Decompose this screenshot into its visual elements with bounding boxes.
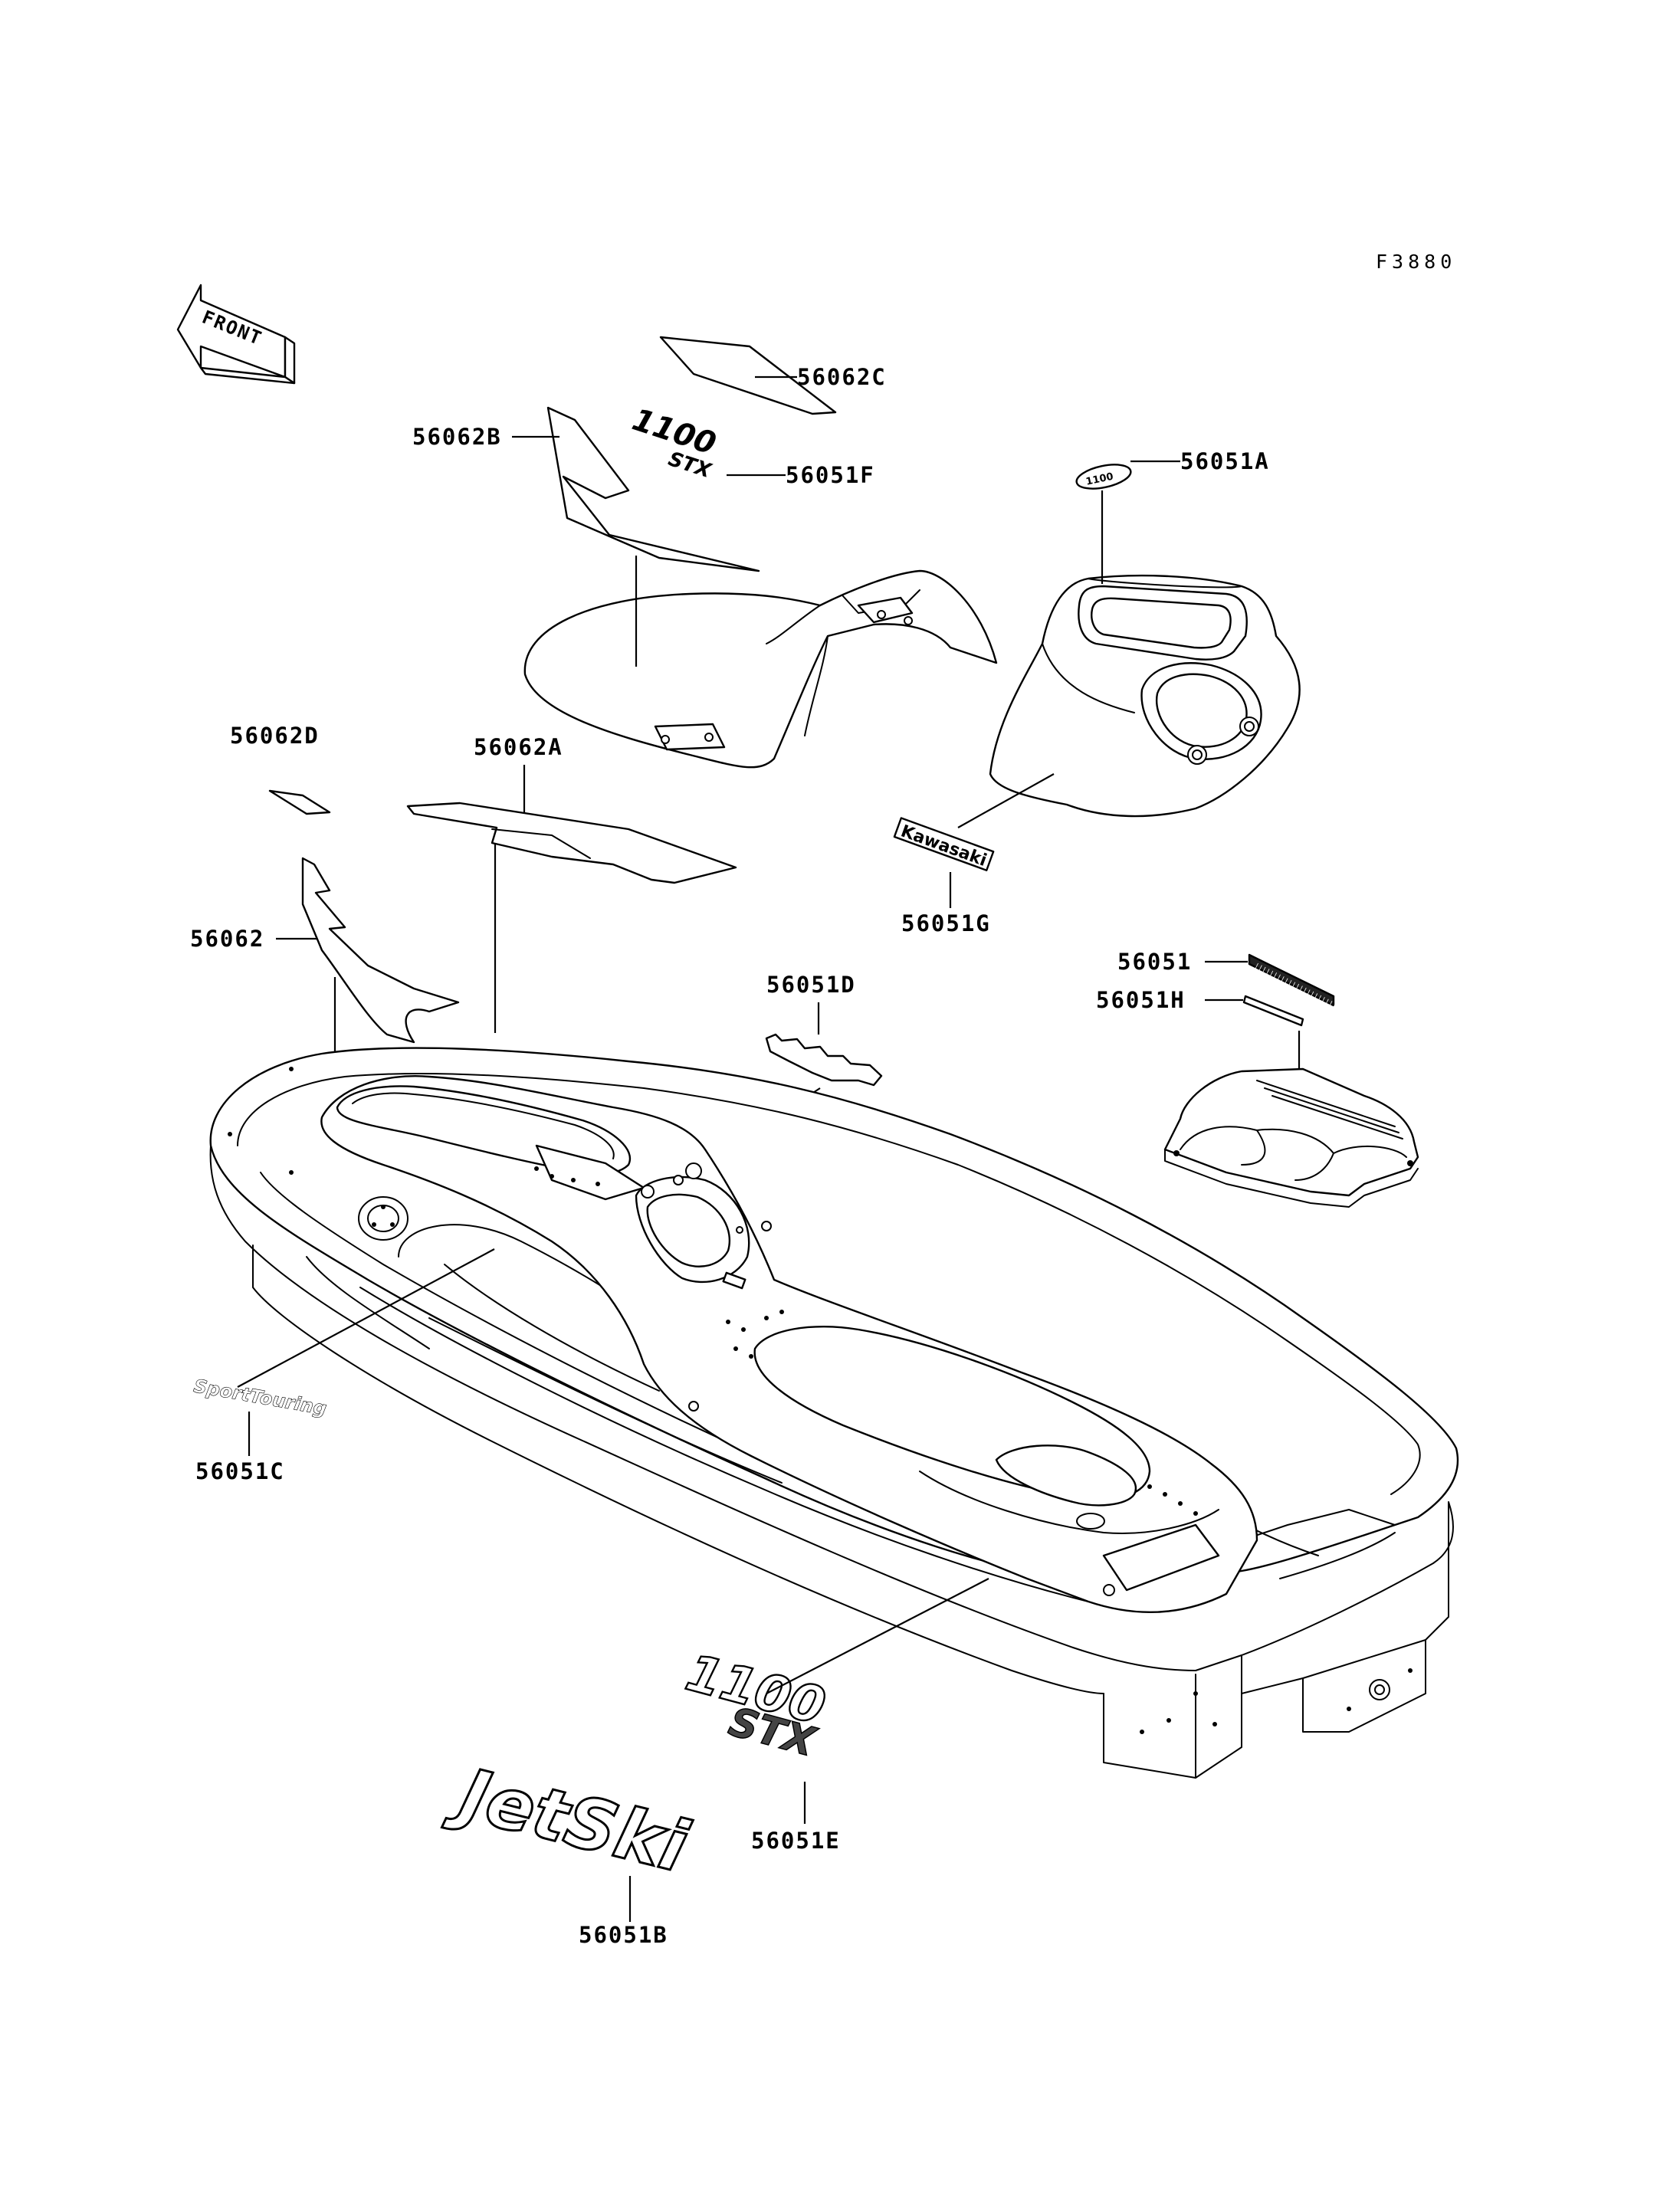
label-56051d[interactable] [765, 1033, 883, 1087]
label-56051g[interactable]: Kawasaki [893, 817, 995, 872]
part-label-56062b[interactable]: 56062B [412, 424, 502, 450]
emblem-56051e[interactable]: 1100 STX [672, 1642, 833, 1767]
hull [209, 1047, 1459, 1779]
part-label-56051h[interactable]: 56051H [1096, 987, 1186, 1013]
front-hood-cover [523, 569, 998, 769]
part-label-56051c[interactable]: 56051C [195, 1458, 285, 1484]
part-label-56062[interactable]: 56062 [190, 926, 264, 952]
part-label-56051a[interactable]: 56051A [1180, 448, 1270, 474]
decal-56062a[interactable] [406, 802, 737, 884]
part-label-56051g[interactable]: 56051G [901, 910, 991, 936]
part-label-56062d[interactable]: 56062D [230, 723, 320, 749]
decal-56062c[interactable] [659, 336, 837, 415]
label-56051h[interactable] [1242, 995, 1304, 1027]
emblem-56051b-text: JetSki [441, 1750, 697, 1889]
figure-id: F3880 [1376, 251, 1456, 273]
emblem-56051f[interactable]: 1100 STX [622, 402, 725, 484]
emblem-56051a-text: 1100 [1084, 471, 1114, 488]
emblem-56051b[interactable]: JetSki [439, 1749, 697, 1890]
part-label-56051d[interactable]: 56051D [766, 972, 856, 998]
steering-cover [989, 574, 1301, 818]
part-label-56051b[interactable]: 56051B [579, 1922, 668, 1948]
part-label-56062a[interactable]: 56062A [474, 734, 563, 760]
part-label-56062c[interactable]: 56062C [797, 364, 887, 390]
part-label-56051[interactable]: 56051 [1117, 949, 1192, 975]
decal-56062d[interactable] [268, 789, 331, 815]
emblem-56051c[interactable]: SportTouring [192, 1375, 329, 1420]
emblem-56051a[interactable]: 1100 [1075, 461, 1133, 493]
part-label-56051f[interactable]: 56051F [786, 462, 875, 488]
front-arrow-icon: FRONT [176, 284, 296, 385]
emblem-56051c-text: SportTouring [192, 1375, 329, 1419]
part-label-56051e[interactable]: 56051E [751, 1828, 841, 1854]
storage-pad [1163, 1067, 1419, 1208]
decal-56062[interactable] [301, 857, 460, 1044]
decal-56062b[interactable] [546, 406, 760, 572]
